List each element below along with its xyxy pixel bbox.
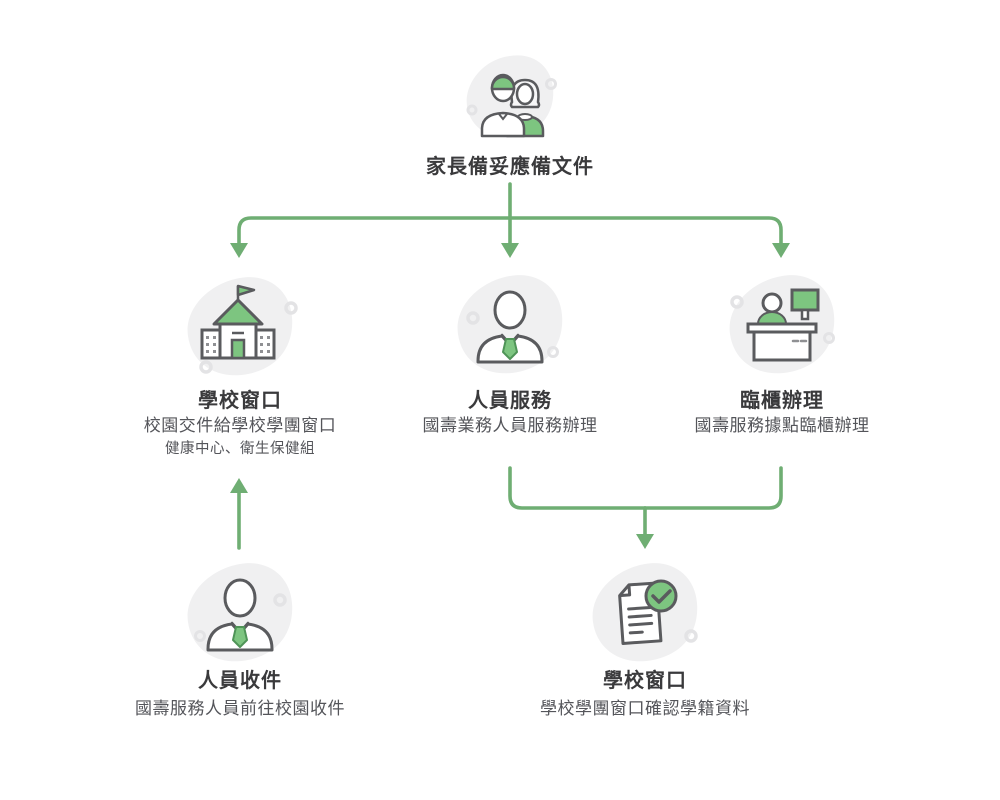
arrowhead-right [772, 243, 790, 258]
branch-service-title: 人員服務 [468, 388, 552, 412]
service-person-icon [457, 275, 563, 374]
arrow-start-to-left [237, 216, 512, 246]
bottom-pickup-subtitle: 國壽服務人員前往校園收件 [135, 699, 345, 719]
merge-right-segment [643, 466, 783, 510]
bottom-confirm-title: 學校窗口 [603, 668, 687, 692]
branch-school-subtitle: 校園交件給學校學團窗口 [143, 416, 337, 436]
branch-service-subtitle: 國壽業務人員服務辦理 [422, 416, 598, 436]
merge-left-segment [508, 466, 647, 510]
bottom-confirm-subtitle: 學校學團窗口確認學籍資料 [540, 699, 750, 719]
counter-desk-icon [729, 275, 835, 374]
branch-school-note: 健康中心、衛生保健組 [165, 441, 315, 457]
arrowhead-up [230, 478, 248, 493]
branch-counter-subtitle: 國壽服務據點臨櫃辦理 [694, 416, 870, 436]
arrowhead-merge [636, 534, 654, 549]
school-building-icon [187, 277, 298, 376]
branch-counter-title: 臨櫃辦理 [740, 388, 824, 412]
parents-icon [466, 55, 557, 138]
arrowhead-left [230, 243, 248, 258]
start-title: 家長備妥應備文件 [426, 154, 594, 178]
bottom-pickup-title: 人員收件 [198, 668, 282, 692]
pickup-person-icon [187, 563, 293, 662]
document-check-icon [592, 563, 698, 662]
branch-school-title: 學校窗口 [198, 388, 282, 412]
arrowhead-center [501, 243, 519, 258]
arrow-start-to-right [508, 216, 783, 246]
